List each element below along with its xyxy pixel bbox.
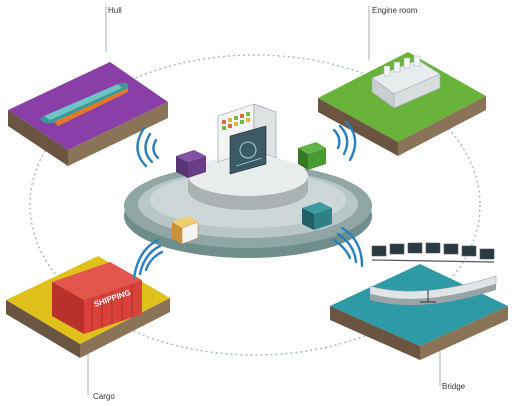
shipping-container-icon: SHIPPING — [52, 262, 142, 334]
green-data-cube — [298, 142, 326, 170]
hull-platform — [8, 62, 168, 166]
yellow-data-cube — [172, 216, 199, 245]
engine-room-label: Engine room — [372, 6, 418, 15]
connection-path — [29, 54, 481, 356]
bridge-label: Bridge — [442, 382, 466, 391]
hull-label: Hull — [108, 6, 122, 15]
engine-icon — [371, 55, 441, 109]
cargo-label: Cargo — [93, 392, 115, 401]
bridge-platform — [330, 242, 508, 360]
ship-icon — [40, 82, 129, 126]
bridge-console-icon — [369, 242, 497, 306]
wireless-signal-icon-bridge — [332, 226, 364, 268]
cargo-platform: SHIPPING — [6, 256, 170, 358]
wireless-signal-icon-hull — [136, 126, 160, 168]
engine-platform — [318, 52, 486, 156]
teal-data-cube — [302, 202, 332, 230]
central-hub — [124, 103, 372, 258]
wireless-signal-icon-engine — [332, 120, 357, 162]
monitoring-terminal-icon — [217, 103, 277, 175]
wireless-signal-icon-cargo — [132, 238, 164, 280]
purple-data-cube — [176, 150, 206, 178]
